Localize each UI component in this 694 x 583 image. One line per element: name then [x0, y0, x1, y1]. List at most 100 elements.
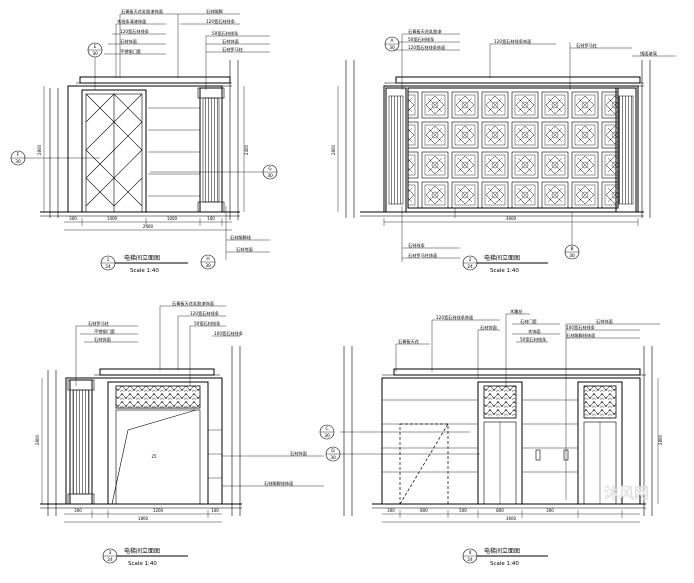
wall-panel [67, 85, 223, 213]
carved-panel [483, 385, 517, 419]
elevation-view-4: 300 800 500 800 300 3600 2800 石膏板天花 120宽… [319, 308, 663, 567]
note-text: 石材罗马柱 [576, 42, 598, 49]
view-ref: 24 [467, 264, 473, 270]
dim-text: 100 [211, 508, 219, 513]
bubble-ref: 30 [569, 253, 575, 259]
note-text: 木线条清漆饰面 [117, 18, 146, 25]
bubble-ref: 30 [205, 263, 211, 269]
view-number: 3 [109, 550, 112, 556]
note-text: 不锈钢门套 [120, 48, 142, 55]
section-marker: B 30 [564, 212, 580, 260]
dim-text: 2400 [143, 224, 154, 229]
note-text: 石材饰面 [94, 336, 111, 343]
dim-text: 300 [546, 508, 554, 513]
carved-panel [583, 385, 617, 419]
dim-text: 2400 [244, 144, 249, 155]
note-text: 50宽石材线条 [212, 30, 239, 37]
dim-text: 2800 [37, 144, 42, 155]
section-marker: G 30 [150, 164, 278, 180]
bubble-ref: 30 [389, 45, 395, 51]
column-fluting [72, 389, 90, 495]
note-text: 120宽石材线条饰面 [436, 314, 473, 321]
note-text: 120宽石材线条 [190, 310, 220, 317]
view-scale: Scale 1:40 [130, 268, 159, 274]
leader-notes: 石膏板天花乳胶漆饰面 120宽石材线条 50宽石材线条 100宽石材线条 石材罗… [75, 300, 324, 487]
dim-text: 100 [207, 216, 215, 221]
section-marker: C 30 [319, 424, 335, 440]
dim-text: 1000 [167, 216, 178, 221]
dim-text: 2800 [658, 434, 663, 445]
elevator-door [115, 409, 201, 505]
watermark-logo: 沐风网 [604, 484, 649, 502]
lattice-screen [407, 87, 619, 209]
note-text: 石材踢脚 [206, 8, 223, 15]
note-text: 石材踢脚线饰面 [566, 332, 595, 339]
bubble-tag: B [570, 246, 573, 252]
dim-text: 500 [459, 508, 467, 513]
note-text: 石材饰面 [480, 324, 497, 331]
column-base [197, 201, 225, 213]
note-text: 石材饰面 [222, 38, 239, 45]
note-text: 石材地面 [236, 246, 253, 253]
view-scale: Scale 1:40 [490, 268, 519, 274]
bubble-tag: E [94, 44, 97, 50]
bubble-tag: D [331, 448, 335, 454]
leader-notes: 石膏板天花 120宽石材线条饰面 石材饰面 木雕花 石材门套 木饰面 50宽石材… [340, 308, 660, 500]
view-number: 2 [469, 257, 472, 263]
note-text: 石材罗马柱饰面 [408, 252, 437, 259]
note-text: 石材踢脚线饰面 [264, 480, 293, 487]
view-title-block: 3 24 电梯间立面图 Scale 1:40 [102, 547, 188, 567]
note-text: 50宽石材线条 [520, 336, 547, 343]
dim-text: 800 [420, 508, 428, 513]
view-scale: Scale 1:40 [128, 561, 157, 567]
bubble-tag: G [268, 166, 272, 172]
note-text: 石材罗马柱 [88, 320, 110, 327]
section-marker: D 30 [325, 446, 341, 462]
view-ref: 24 [107, 557, 113, 563]
carved-transom [115, 385, 201, 409]
door-swing [111, 409, 197, 505]
ceiling-cornice [79, 76, 231, 84]
bubble-tag: A [390, 38, 393, 44]
section-marker: E 30 [87, 42, 103, 90]
note-text: 石膏板天花 [398, 338, 419, 345]
ceiling-cornice [393, 368, 641, 376]
view-title: 电梯间立面图 [484, 254, 520, 262]
elevation-view-2: 3600 2800 石膏板天花乳胶漆 50宽石材线条 120宽石材线条饰面 12… [331, 28, 676, 274]
note-text: 100宽石材线条 [566, 324, 596, 331]
bubble-ref: 30 [330, 455, 336, 461]
dim-text: 800 [496, 508, 504, 513]
bubble-ref: 30 [92, 51, 98, 57]
column-fluting [388, 95, 404, 205]
dim-text: 1800 [138, 516, 149, 521]
door-lattice [85, 93, 143, 212]
bubble-tag: H [206, 256, 209, 262]
note-text: 不锈钢门套 [94, 328, 116, 335]
view-title-block: 4 24 电梯间立面图 Scale 1:40 [462, 547, 548, 567]
dim-text: 2800 [331, 144, 336, 155]
elevation-view-3: 25 300 1200 100 1800 2800 石膏板天花乳胶漆饰面 120… [35, 300, 324, 567]
note-text: 木雕花 [510, 308, 523, 315]
note-text: 石材饰面 [596, 318, 613, 325]
note-text: 石膏板天花乳胶漆 [408, 28, 442, 35]
note-text: 50宽石材线条 [194, 320, 221, 327]
view-title: 电梯间立面图 [124, 547, 160, 555]
section-marker: F 30 [10, 150, 100, 166]
view-ref: 24 [105, 264, 111, 270]
dim-text: 1200 [153, 508, 164, 513]
dim-text: 3600 [506, 516, 517, 521]
dim-text: 300 [387, 508, 395, 513]
column-capital [197, 87, 225, 99]
view-title: 电梯间立面图 [484, 547, 520, 555]
note-text: 石材饰面 [120, 38, 137, 45]
bubble-ref: 30 [267, 173, 273, 179]
column-fluting [202, 97, 220, 203]
center-mark: 25 [151, 454, 157, 459]
note-text: 石材饰面 [290, 450, 307, 457]
section-marker: A 30 [384, 36, 400, 52]
column-capital [67, 379, 95, 391]
dim-text: 1000 [107, 216, 118, 221]
dim-text: 300 [69, 216, 77, 221]
ceiling-cornice [395, 76, 641, 84]
leader-notes: 石膏板天花乳胶漆 50宽石材线条 120宽石材线条饰面 120宽石材线条饰面 石… [394, 28, 676, 262]
